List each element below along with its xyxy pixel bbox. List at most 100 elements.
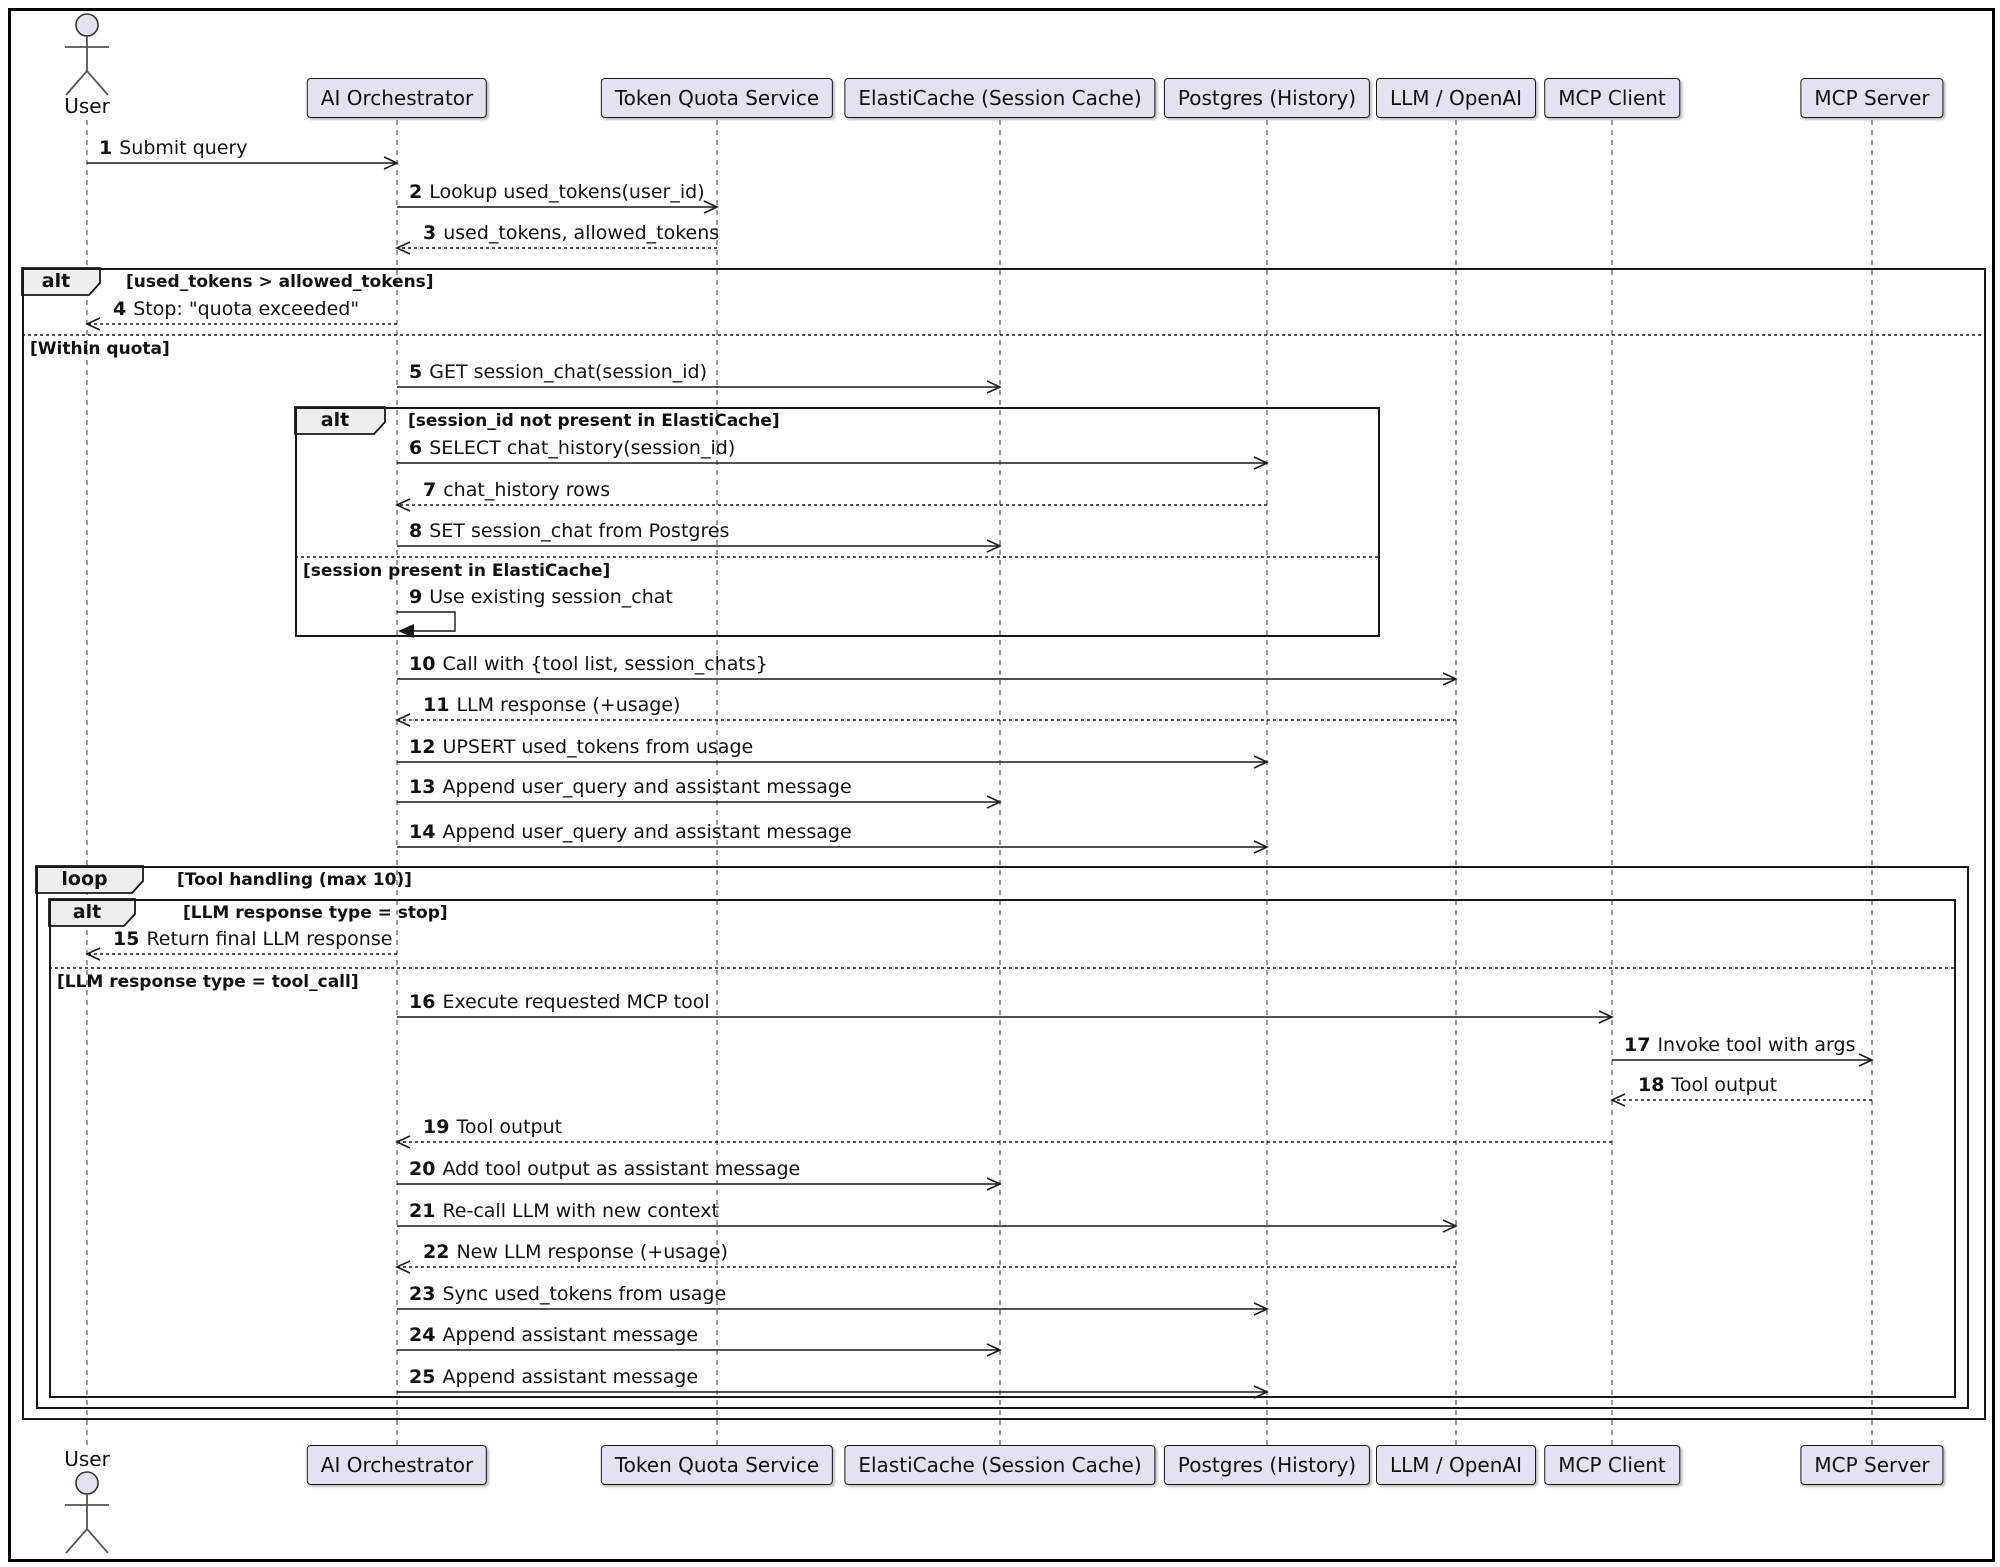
arrowhead	[395, 1260, 411, 1274]
actor-figure-top	[65, 13, 109, 96]
participant-box-bottom: Postgres (History)	[1163, 1445, 1371, 1485]
actor-figure-bottom	[65, 1471, 109, 1554]
participant-box-top: LLM / OpenAI	[1376, 78, 1536, 118]
arrowhead	[986, 1177, 1002, 1191]
message-number: 18	[1638, 1074, 1665, 1096]
frame-kind-label: alt	[72, 901, 102, 923]
message-text: Invoke tool with args	[1657, 1034, 1856, 1056]
message-text: Append assistant message	[442, 1324, 699, 1346]
diagram-border	[8, 8, 1995, 1562]
participant-box-bottom: Token Quota Service	[600, 1445, 834, 1485]
participant-box-top: ElastiCache (Session Cache)	[844, 78, 1156, 118]
message-label: 17 Invoke tool with args	[1624, 1033, 1855, 1057]
arrowhead	[986, 795, 1002, 809]
frame-alt	[295, 407, 1380, 637]
message-text: Call with {tool list, session_chats}	[442, 653, 768, 675]
message-label: 20 Add tool output as assistant message	[409, 1157, 800, 1181]
message-label: 14 Append user_query and assistant messag…	[409, 820, 852, 844]
participant-label-top: User	[64, 94, 110, 118]
frame-condition: [Tool handling (max 10)]	[177, 870, 412, 890]
arrowhead	[383, 156, 399, 170]
frame-condition: [LLM response type = stop]	[183, 903, 448, 923]
message-text: Submit query	[119, 137, 248, 159]
arrowhead	[395, 498, 411, 512]
message-number: 5	[409, 361, 423, 383]
message-text: Sync used_tokens from usage	[442, 1283, 727, 1305]
message-text: Execute requested MCP tool	[442, 991, 710, 1013]
participant-box-bottom: AI Orchestrator	[306, 1445, 488, 1485]
message-text: used_tokens, allowed_tokens	[443, 222, 720, 244]
message-text: Tool output	[1671, 1074, 1778, 1096]
arrowhead	[986, 539, 1002, 553]
frame-alt	[22, 268, 1986, 1420]
frame-divider-label: [session present in ElastiCache]	[303, 561, 611, 581]
frame-alt	[49, 899, 1956, 1398]
message-label: 8 SET session_chat from Postgres	[409, 519, 729, 543]
arrowhead	[1253, 840, 1269, 854]
frame-divider-label: [LLM response type = tool_call]	[57, 972, 359, 992]
message-text: Lookup used_tokens(user_id)	[429, 181, 705, 203]
message-number: 3	[423, 222, 437, 244]
frame-kind-label: alt	[320, 409, 350, 431]
arrowhead	[1598, 1010, 1614, 1024]
message-number: 23	[409, 1283, 436, 1305]
frame-condition: [session_id not present in ElastiCache]	[408, 411, 780, 431]
message-text: Append user_query and assistant message	[442, 821, 852, 843]
message-number: 24	[409, 1324, 436, 1346]
self-message-line	[397, 611, 456, 632]
message-text: Re-call LLM with new context	[442, 1200, 719, 1222]
message-text: LLM response (+usage)	[456, 694, 681, 716]
message-label: 19 Tool output	[423, 1115, 562, 1139]
arrowhead	[395, 1135, 411, 1149]
participant-box-top: AI Orchestrator	[306, 78, 488, 118]
participant-box-top: Postgres (History)	[1163, 78, 1371, 118]
message-number: 25	[409, 1366, 436, 1388]
message-label: 2 Lookup used_tokens(user_id)	[409, 180, 705, 204]
arrowhead	[986, 1343, 1002, 1357]
arrowhead	[85, 947, 101, 961]
message-number: 14	[409, 821, 436, 843]
message-number: 2	[409, 181, 423, 203]
message-number: 4	[113, 298, 127, 320]
arrowhead	[1610, 1093, 1626, 1107]
message-label: 18 Tool output	[1638, 1073, 1777, 1097]
participant-box-bottom: ElastiCache (Session Cache)	[844, 1445, 1156, 1485]
message-label: 7 chat_history rows	[423, 478, 610, 502]
message-text: GET session_chat(session_id)	[429, 361, 708, 383]
message-number: 8	[409, 520, 423, 542]
arrowhead	[1442, 1219, 1458, 1233]
arrowhead	[395, 713, 411, 727]
message-label: 25 Append assistant message	[409, 1365, 698, 1389]
message-label: 24 Append assistant message	[409, 1323, 698, 1347]
participant-box-top: MCP Server	[1800, 78, 1944, 118]
message-text: chat_history rows	[443, 479, 611, 501]
participant-box-bottom: MCP Client	[1544, 1445, 1680, 1485]
message-number: 19	[423, 1116, 450, 1138]
message-text: Stop: "quota exceeded"	[133, 298, 360, 320]
message-number: 9	[409, 586, 423, 608]
arrowhead	[85, 317, 101, 331]
arrowhead	[703, 200, 719, 214]
message-text: Append assistant message	[442, 1366, 699, 1388]
message-number: 21	[409, 1200, 436, 1222]
message-number: 17	[1624, 1034, 1651, 1056]
arrowhead	[986, 380, 1002, 394]
message-number: 7	[423, 479, 437, 501]
message-text: Tool output	[456, 1116, 563, 1138]
message-label: 5 GET session_chat(session_id)	[409, 360, 707, 384]
participant-label-bottom: User	[64, 1447, 110, 1471]
message-number: 20	[409, 1158, 436, 1180]
message-text: SET session_chat from Postgres	[429, 520, 730, 542]
arrowhead	[1858, 1053, 1874, 1067]
frame-kind-label: loop	[61, 868, 108, 890]
participant-box-bottom: LLM / OpenAI	[1376, 1445, 1536, 1485]
message-number: 16	[409, 991, 436, 1013]
message-text: Add tool output as assistant message	[442, 1158, 801, 1180]
message-text: SELECT chat_history(session_id)	[429, 437, 736, 459]
